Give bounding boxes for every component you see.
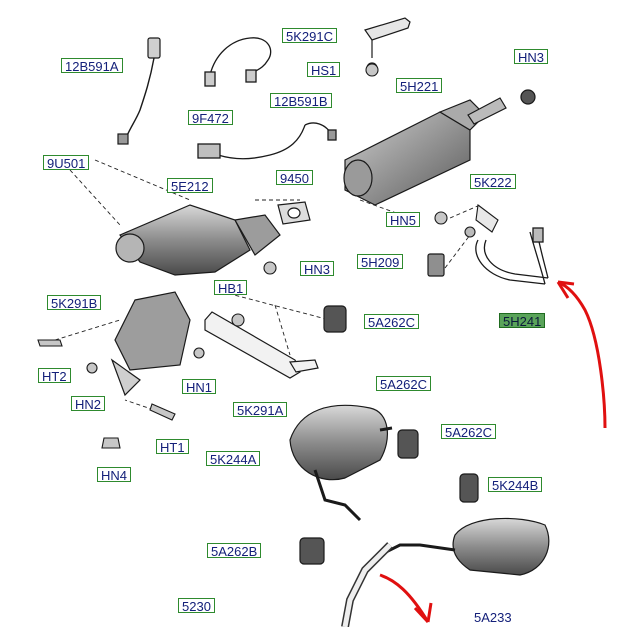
label-hn4: HN4	[97, 467, 132, 483]
label-5a262c-1: 5A262C	[364, 314, 419, 330]
bolt-hs1	[365, 63, 379, 77]
mount-hn3-top	[520, 89, 536, 105]
label-ht1: HT1	[156, 439, 189, 455]
pressure-pipes-5h241	[475, 227, 549, 285]
label-hs1: HS1	[307, 62, 341, 78]
label-5k291a: 5K291A	[233, 402, 288, 418]
front-pipe-5230	[341, 542, 393, 627]
annotation-arrows	[379, 280, 607, 624]
oxygen-sensor-12b591a	[117, 37, 161, 145]
label-5e212: 5E212	[167, 178, 213, 194]
label-5k244b: 5K244B	[488, 477, 543, 493]
stud-ht2	[37, 339, 63, 347]
label-5a233: 5A233	[470, 609, 516, 625]
stud-ht1	[149, 403, 176, 421]
label-5h221: 5H221	[396, 78, 443, 94]
label-9u501: 9U501	[43, 155, 90, 171]
mount-5a262c-3	[459, 473, 479, 503]
annotation-arrowhead-right	[556, 281, 570, 299]
label-hb1: HB1	[214, 280, 248, 296]
bracket-5k222	[464, 203, 499, 238]
gasket-9450	[277, 201, 311, 225]
oxygen-sensor-12b591b	[197, 122, 337, 160]
label-12b591a: 12B591A	[61, 58, 123, 74]
nut-hn4	[101, 437, 121, 449]
label-9450: 9450	[276, 170, 313, 186]
sensor-wire-9f472	[204, 37, 272, 87]
label-hn1: HN1	[182, 379, 217, 395]
fasteners	[37, 63, 448, 449]
nut-hn3-mid	[263, 261, 277, 275]
label-hn2: HN2	[71, 396, 106, 412]
label-hn3-mid: HN3	[300, 261, 335, 277]
label-5a262c-3: 5A262C	[441, 424, 496, 440]
label-ht2: HT2	[38, 368, 71, 384]
heat-shield-5k291a	[204, 311, 319, 379]
label-5h209: 5H209	[357, 254, 404, 270]
leader-lines	[54, 159, 481, 413]
label-5h241-highlighted: 5H241	[499, 313, 546, 329]
label-5k244a: 5K244A	[206, 451, 261, 467]
sensor-5h209	[427, 253, 445, 277]
mount-5a262b	[299, 537, 325, 565]
bolt-hb1	[231, 313, 245, 327]
annotation-arrow-bottom	[379, 573, 430, 623]
catalytic-converter-5e212	[115, 204, 281, 276]
bracket-5k291b	[110, 291, 191, 397]
label-5k222: 5K222	[470, 174, 516, 190]
label-9f472: 9F472	[188, 110, 233, 126]
nut-hn5	[434, 211, 448, 225]
annotation-arrow-right	[557, 280, 607, 429]
nut-hn1	[193, 347, 205, 359]
label-5230: 5230	[178, 598, 215, 614]
label-hn5: HN5	[386, 212, 421, 228]
label-hn3-top: HN3	[514, 49, 549, 65]
label-12b591b: 12B591B	[270, 93, 332, 109]
rubber-mounts	[299, 89, 536, 565]
mount-5a262c-2	[397, 429, 419, 459]
label-5k291c: 5K291C	[282, 28, 337, 44]
mount-5a262c-1	[323, 305, 347, 333]
center-muffler-5k244a	[289, 404, 393, 522]
label-5a262b: 5A262B	[207, 543, 262, 559]
label-5k291b: 5K291B	[47, 295, 102, 311]
label-5a262c-2: 5A262C	[376, 376, 431, 392]
nut-hn2	[86, 362, 98, 374]
